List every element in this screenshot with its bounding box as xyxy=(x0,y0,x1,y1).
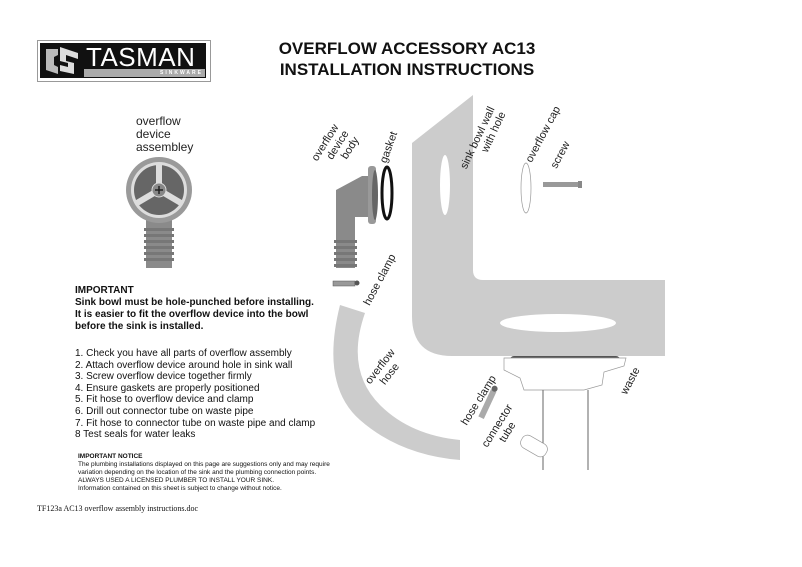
label-overflow-device-assembly: overflow device assembley xyxy=(136,115,193,154)
notice-line: Information contained on this sheet is s… xyxy=(78,485,282,492)
connector-tube-icon xyxy=(520,434,548,458)
screw-icon xyxy=(543,181,582,188)
overflow-hose-icon xyxy=(333,305,460,460)
overflow-cap-icon xyxy=(520,162,532,214)
notice-line: The plumbing installations displayed on … xyxy=(78,461,330,468)
logo-brand: TASMAN xyxy=(86,42,196,72)
title-line-2: INSTALLATION INSTRUCTIONS xyxy=(279,60,535,79)
important-section: IMPORTANT Sink bowl must be hole-punched… xyxy=(75,285,314,333)
notice-heading: IMPORTANT NOTICE xyxy=(78,453,143,460)
logo-subbrand: SINKWARE xyxy=(84,69,205,77)
page-title: OVERFLOW ACCESSORY AC13 INSTALLATION INS… xyxy=(262,38,552,80)
step-item: 8 Test seals for water leaks xyxy=(75,429,196,441)
step-item: 6. Drill out connector tube on waste pip… xyxy=(75,405,254,417)
label-line: device xyxy=(136,127,171,141)
label-line: overflow xyxy=(136,114,181,128)
important-line: It is easier to fit the overflow device … xyxy=(75,309,309,320)
important-notice: IMPORTANT NOTICE The plumbing installati… xyxy=(78,453,330,493)
step-item: 1. Check you have all parts of overflow … xyxy=(75,348,292,359)
overflow-device-body-icon xyxy=(334,166,378,268)
step-item: 5. Fit hose to overflow device and clamp xyxy=(75,394,254,406)
important-line: Sink bowl must be hole-punched before in… xyxy=(75,297,314,308)
overflow-device-assembly-icon xyxy=(126,157,192,268)
step-item: 2. Attach overflow device around hole in… xyxy=(75,359,293,371)
tasman-logo: TASMAN SINKWARE xyxy=(37,40,211,82)
important-line: before the sink is installed. xyxy=(75,321,204,332)
installation-steps: 1. Check you have all parts of overflow … xyxy=(75,348,315,441)
step-item: 7. Fit hose to connector tube on waste p… xyxy=(75,417,316,429)
hose-clamp-bottom-icon xyxy=(478,385,498,419)
hose-clamp-icon xyxy=(332,280,360,287)
important-heading: IMPORTANT xyxy=(75,285,134,296)
notice-line: ALWAYS USED A LICENSED PLUMBER TO INSTAL… xyxy=(78,477,275,484)
sink-bowl-wall-icon xyxy=(412,95,665,356)
step-item: 3. Screw overflow device together firmly xyxy=(75,371,252,383)
step-item: 4. Ensure gaskets are properly positione… xyxy=(75,382,260,394)
document-filename: TF123a AC13 overflow assembly instructio… xyxy=(37,504,199,513)
tasman-logo-mark-icon xyxy=(46,47,78,74)
title-line-1: OVERFLOW ACCESSORY AC13 xyxy=(278,39,536,58)
waste-icon xyxy=(503,356,627,470)
notice-line: variation depending on the location of t… xyxy=(78,469,317,476)
label-line: assembley xyxy=(136,140,194,154)
gasket-icon xyxy=(380,165,394,221)
